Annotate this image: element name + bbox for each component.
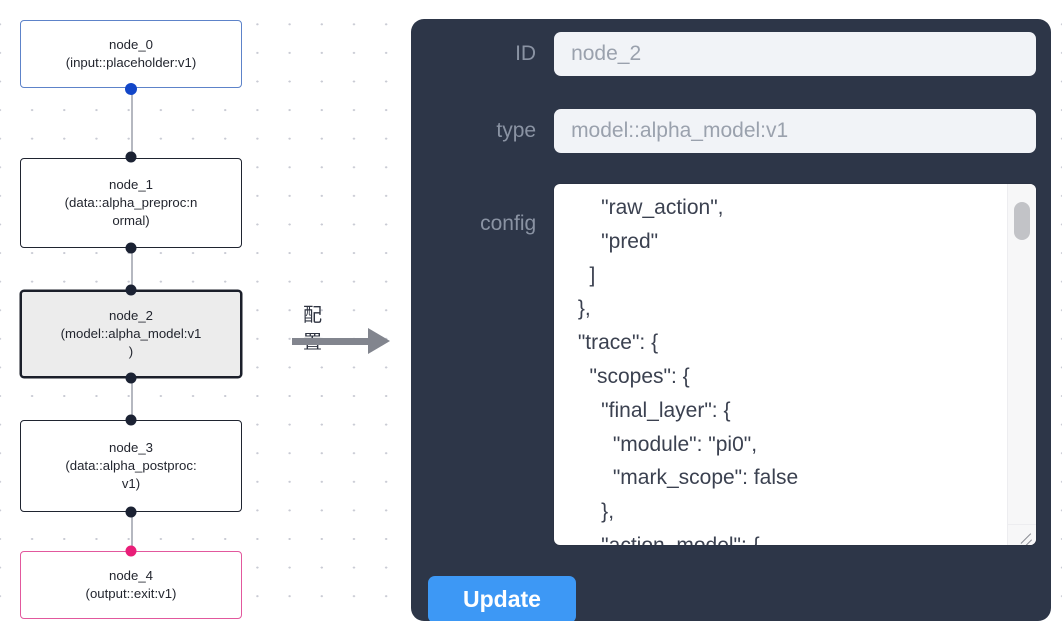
graph-node-node_3[interactable]: node_3 (data::alpha_postproc: v1) bbox=[20, 420, 242, 512]
config-field-label: config bbox=[480, 212, 537, 235]
resize-grip-icon[interactable] bbox=[1007, 524, 1036, 545]
config-textarea-wrapper bbox=[554, 184, 1036, 545]
type-field-label: type bbox=[496, 119, 537, 142]
graph-node-node_2[interactable]: node_2 (model::alpha_model:v1 ) bbox=[20, 290, 242, 378]
node-subtitle: (input::placeholder:v1) bbox=[65, 55, 197, 70]
node-subtitle-line1: (model::alpha_model:v1 bbox=[60, 326, 202, 341]
node-title: node_3 bbox=[108, 440, 153, 455]
transition-label: 配置 bbox=[303, 304, 324, 353]
node-subtitle-line2: ormal) bbox=[112, 213, 150, 228]
handle-node_0-source[interactable] bbox=[125, 83, 137, 95]
id-field-label: ID bbox=[515, 42, 537, 65]
node-title: node_4 bbox=[108, 568, 153, 583]
handle-node_1-target[interactable] bbox=[125, 151, 137, 163]
config-textarea[interactable] bbox=[554, 184, 1011, 545]
edge-node0-node1 bbox=[131, 88, 134, 158]
handle-node_4-target[interactable] bbox=[125, 545, 137, 557]
arrow-shaft-icon bbox=[292, 338, 370, 345]
field-row-type: type bbox=[428, 109, 1036, 153]
graph-node-node_1[interactable]: node_1 (data::alpha_preproc:n ormal) bbox=[20, 158, 242, 248]
node-title: node_0 bbox=[108, 37, 153, 52]
field-row-id: ID bbox=[428, 32, 1036, 76]
node-title: node_1 bbox=[108, 177, 153, 192]
edge-node2-node3 bbox=[131, 378, 134, 420]
node-title: node_2 bbox=[108, 308, 153, 323]
node-subtitle-line2: v1) bbox=[121, 476, 141, 491]
node-subtitle-line2: ) bbox=[128, 344, 134, 359]
handle-node_2-target[interactable] bbox=[125, 284, 137, 296]
handle-node_3-target[interactable] bbox=[125, 414, 137, 426]
update-button[interactable]: Update bbox=[428, 576, 576, 621]
node-subtitle-line1: (data::alpha_postproc: bbox=[65, 458, 197, 473]
node-config-panel: ID type config Update bbox=[411, 19, 1051, 621]
arrow-head-icon bbox=[368, 328, 390, 354]
edge-node1-node2 bbox=[131, 248, 134, 290]
graph-node-node_0[interactable]: node_0 (input::placeholder:v1) bbox=[20, 20, 242, 88]
node-subtitle-line1: (data::alpha_preproc:n bbox=[64, 195, 198, 210]
handle-node_2-source[interactable] bbox=[125, 372, 137, 384]
id-input[interactable] bbox=[554, 32, 1036, 76]
viewport-bottom-edge bbox=[0, 622, 1062, 643]
config-scrollbar-thumb[interactable] bbox=[1014, 202, 1030, 240]
field-row-config: config bbox=[428, 184, 1036, 545]
config-scrollbar[interactable] bbox=[1007, 184, 1036, 525]
graph-node-node_4[interactable]: node_4 (output::exit:v1) bbox=[20, 551, 242, 619]
handle-node_1-source[interactable] bbox=[125, 242, 137, 254]
edge-node3-node4 bbox=[131, 512, 134, 550]
node-subtitle: (output::exit:v1) bbox=[85, 586, 177, 601]
handle-node_3-source[interactable] bbox=[125, 506, 137, 518]
type-input[interactable] bbox=[554, 109, 1036, 153]
